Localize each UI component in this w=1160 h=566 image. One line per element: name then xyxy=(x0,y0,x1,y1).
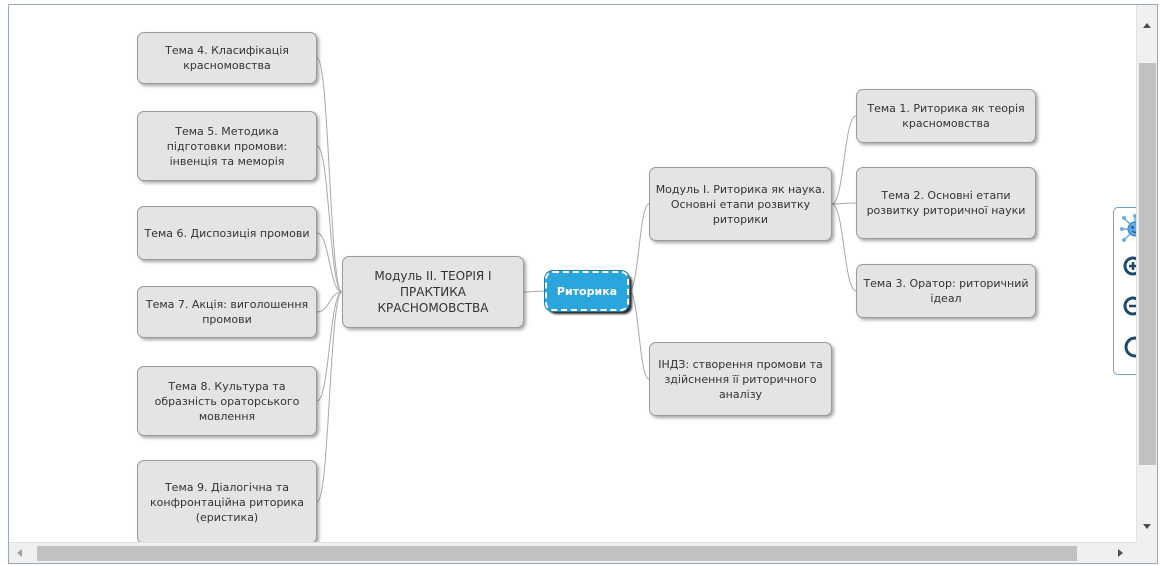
module-1-node[interactable]: Модуль І. Риторика як наука. Основні ета… xyxy=(649,167,832,241)
link-module-2-topic-6 xyxy=(316,232,343,293)
zoom-out-icon[interactable] xyxy=(1120,294,1137,324)
scroll-right-icon[interactable] xyxy=(1118,549,1123,557)
horizontal-scrollbar[interactable] xyxy=(9,542,1137,563)
vertical-scroll-thumb[interactable] xyxy=(1139,63,1156,465)
module-2-node[interactable]: Модуль ІІ. ТЕОРІЯ І ПРАКТИКА КРАСНОМОВСТ… xyxy=(342,256,524,328)
zoom-panel xyxy=(1113,207,1137,375)
link-module-1-topic-2 xyxy=(831,202,857,205)
topic-node-4[interactable]: Тема 4. Класифікація красномовства xyxy=(137,32,317,84)
topic-node-8[interactable]: Тема 8. Культура та образність ораторськ… xyxy=(137,366,317,436)
topic-node-7[interactable]: Тема 7. Акція: виголошення промови xyxy=(137,286,317,338)
link-root-module-1 xyxy=(628,203,650,292)
link-module-1-topic-1 xyxy=(831,115,857,205)
topic-node-6[interactable]: Тема 6. Диспозиція промови xyxy=(137,206,317,260)
link-root-indz xyxy=(628,290,650,380)
topic-node-2[interactable]: Тема 2. Основні етапи розвитку риторично… xyxy=(856,167,1036,239)
connector-lines xyxy=(316,57,857,503)
mindmap-canvas[interactable]: Тема 4. Класифікація красномовства Тема … xyxy=(9,5,1137,544)
topic-node-1[interactable]: Тема 1. Риторика як теорія красномовства xyxy=(856,89,1036,143)
topic-node-5[interactable]: Тема 5. Методика підготовки промови: інв… xyxy=(137,111,317,181)
scroll-left-icon[interactable] xyxy=(17,549,22,557)
indz-node[interactable]: ІНДЗ: створення промови та здійснення її… xyxy=(649,342,832,416)
link-module-2-topic-9 xyxy=(316,291,343,503)
link-module-1-topic-3 xyxy=(831,203,857,292)
link-module-2-topic-8 xyxy=(316,291,343,402)
zoom-in-icon[interactable] xyxy=(1120,254,1137,284)
mindmap-logo-icon[interactable] xyxy=(1120,214,1137,244)
scroll-up-icon[interactable] xyxy=(1143,23,1151,28)
topic-node-3[interactable]: Тема 3. Оратор: риторичний ідеал xyxy=(856,264,1036,318)
scrollbar-corner xyxy=(1136,542,1157,563)
link-root-module-2 xyxy=(523,290,546,293)
horizontal-scroll-thumb[interactable] xyxy=(37,546,1077,561)
zoom-reset-icon[interactable] xyxy=(1120,332,1137,362)
scroll-down-icon[interactable] xyxy=(1143,524,1151,529)
link-module-2-topic-5 xyxy=(316,145,343,293)
topic-node-9[interactable]: Тема 9. Діалогічна та конфронтаційна рит… xyxy=(137,460,317,544)
mindmap-viewer: Тема 4. Класифікація красномовства Тема … xyxy=(8,4,1158,564)
root-node[interactable]: Риторика xyxy=(544,270,630,312)
link-module-2-topic-4 xyxy=(316,57,343,293)
link-module-2-topic-7 xyxy=(316,291,343,313)
vertical-scrollbar[interactable] xyxy=(1136,5,1157,544)
